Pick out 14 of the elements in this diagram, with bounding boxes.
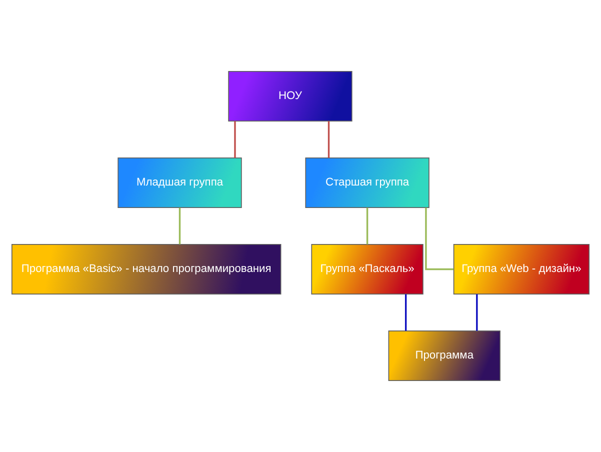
connector bbox=[178, 208, 181, 244]
connector bbox=[404, 294, 407, 331]
node-box: Группа «Web - дизайн» bbox=[453, 244, 590, 294]
connector bbox=[328, 121, 330, 158]
node-box: Группа «Паскаль» bbox=[311, 244, 424, 294]
node-box: Программа bbox=[388, 330, 500, 381]
connector bbox=[234, 121, 236, 158]
node-box: НОУ bbox=[228, 71, 352, 122]
node-box: Программа «Basic» - начало программирования bbox=[11, 244, 282, 294]
node-box: Старшая группа bbox=[305, 158, 430, 208]
connector bbox=[476, 294, 478, 331]
connector bbox=[425, 208, 454, 270]
node-box: Младшая группа bbox=[118, 158, 242, 208]
connector bbox=[366, 208, 368, 244]
